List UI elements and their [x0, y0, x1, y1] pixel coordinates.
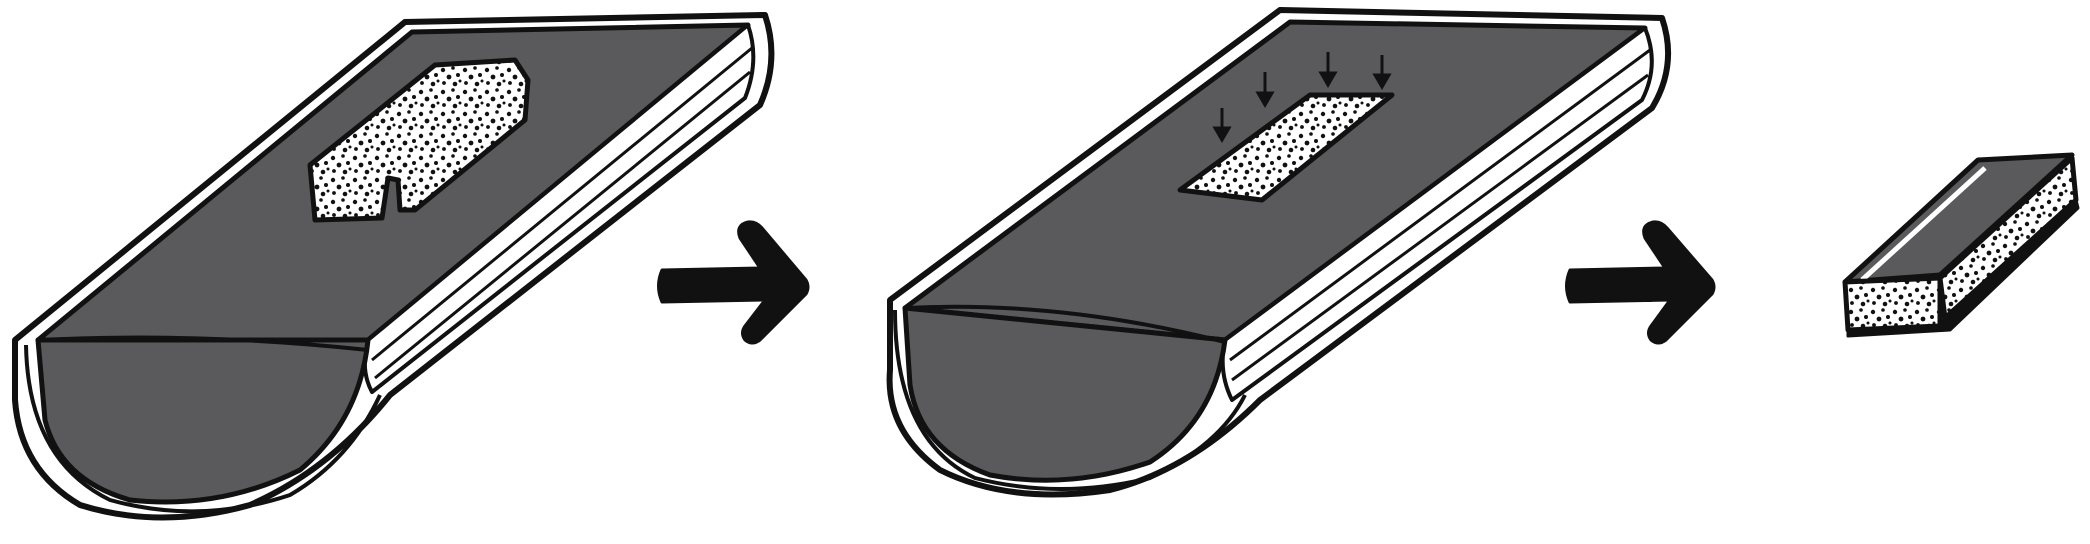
step-1-gray-bar — [15, 15, 771, 518]
step-3-block-front-foam — [1845, 278, 1940, 330]
step-3-cut-foam-block — [1845, 155, 2078, 336]
right-arrow-icon — [1567, 222, 1715, 343]
step-2-gray-bar — [890, 10, 1669, 495]
right-arrow-icon — [659, 222, 809, 343]
